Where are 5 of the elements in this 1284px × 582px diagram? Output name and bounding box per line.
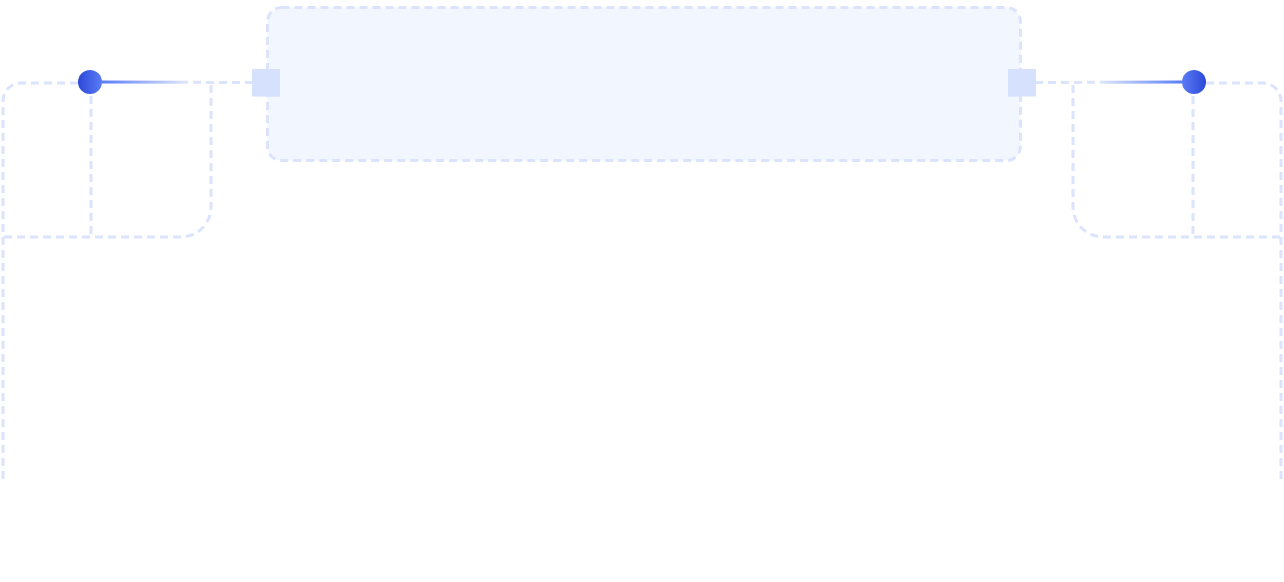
connector-line	[102, 68, 281, 97]
dashed-panel	[266, 6, 1022, 162]
endpoint-dot	[1182, 70, 1206, 94]
endpoint-dot	[78, 70, 102, 94]
connector-line	[1007, 68, 1182, 97]
